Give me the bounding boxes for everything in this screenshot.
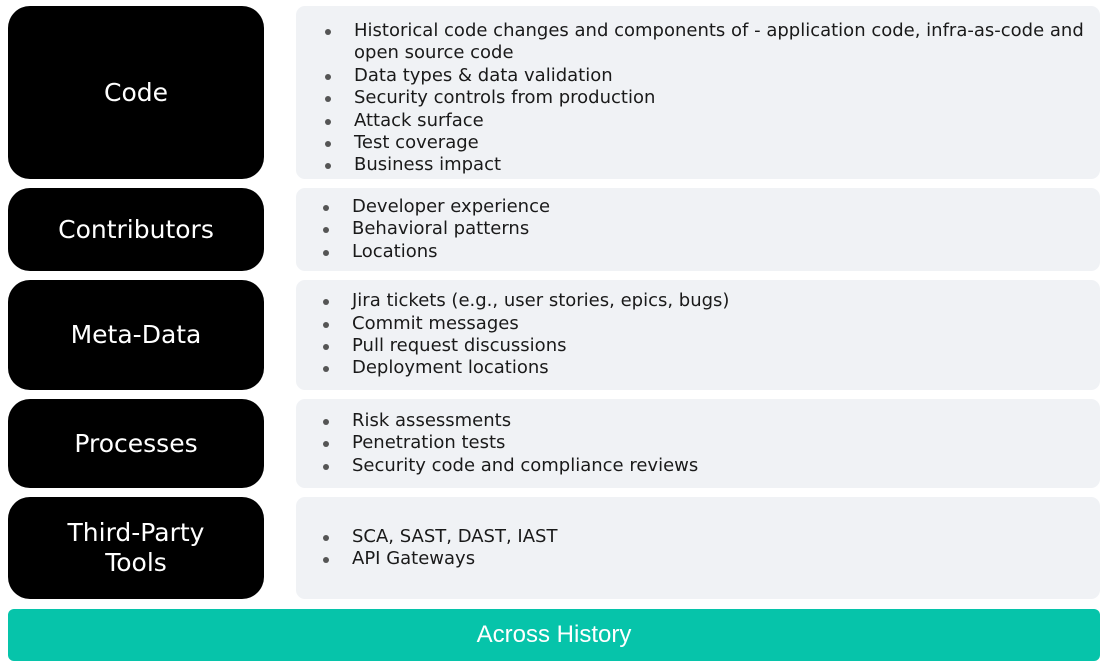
category-label-processes: Processes [8, 399, 264, 488]
list-item: SCA, SAST, DAST, IAST [322, 525, 558, 547]
list-item: Attack surface [325, 110, 1089, 132]
across-history-bar: Across History [8, 609, 1100, 661]
details-panel-code: Historical code changes and components o… [296, 6, 1100, 179]
details-list-third-party-tools: SCA, SAST, DAST, IAST API Gateways [296, 526, 557, 571]
details-list-code: Historical code changes and components o… [296, 20, 1089, 177]
list-item: Developer experience [322, 195, 551, 217]
details-list-processes: Risk assessments Penetration tests Secur… [296, 410, 698, 477]
details-list-contributors: Developer experience Behavioral patterns… [296, 196, 550, 263]
list-item: API Gateways [322, 548, 557, 570]
list-item: Deployment locations [322, 357, 729, 379]
category-label-metadata: Meta-Data [8, 280, 264, 390]
list-item: Pull request discussions [322, 335, 729, 357]
list-item: Risk assessments [322, 410, 698, 432]
list-item: Test coverage [325, 132, 1089, 154]
list-item: Security code and compliance reviews [322, 454, 699, 476]
list-item: Penetration tests [322, 432, 698, 454]
details-panel-third-party-tools: SCA, SAST, DAST, IAST API Gateways [296, 497, 1100, 599]
list-item: Security controls from production [325, 87, 1089, 109]
details-panel-metadata: Jira tickets (e.g., user stories, epics,… [296, 280, 1100, 390]
list-item: Historical code changes and components o… [325, 20, 1089, 65]
category-label-third-party-tools: Third-Party Tools [8, 497, 264, 599]
list-item: Behavioral patterns [322, 218, 550, 240]
list-item: Business impact [325, 154, 1089, 176]
list-item: Data types & data validation [325, 65, 1089, 87]
list-item: Locations [322, 241, 550, 263]
category-label-code: Code [8, 6, 264, 179]
details-panel-contributors: Developer experience Behavioral patterns… [296, 188, 1100, 271]
details-list-metadata: Jira tickets (e.g., user stories, epics,… [296, 290, 729, 380]
list-item: Jira tickets (e.g., user stories, epics,… [322, 290, 730, 312]
details-panel-processes: Risk assessments Penetration tests Secur… [296, 399, 1100, 488]
category-label-contributors: Contributors [8, 188, 264, 271]
list-item: Commit messages [322, 313, 729, 335]
category-label-text: Third-Party Tools [67, 518, 205, 577]
